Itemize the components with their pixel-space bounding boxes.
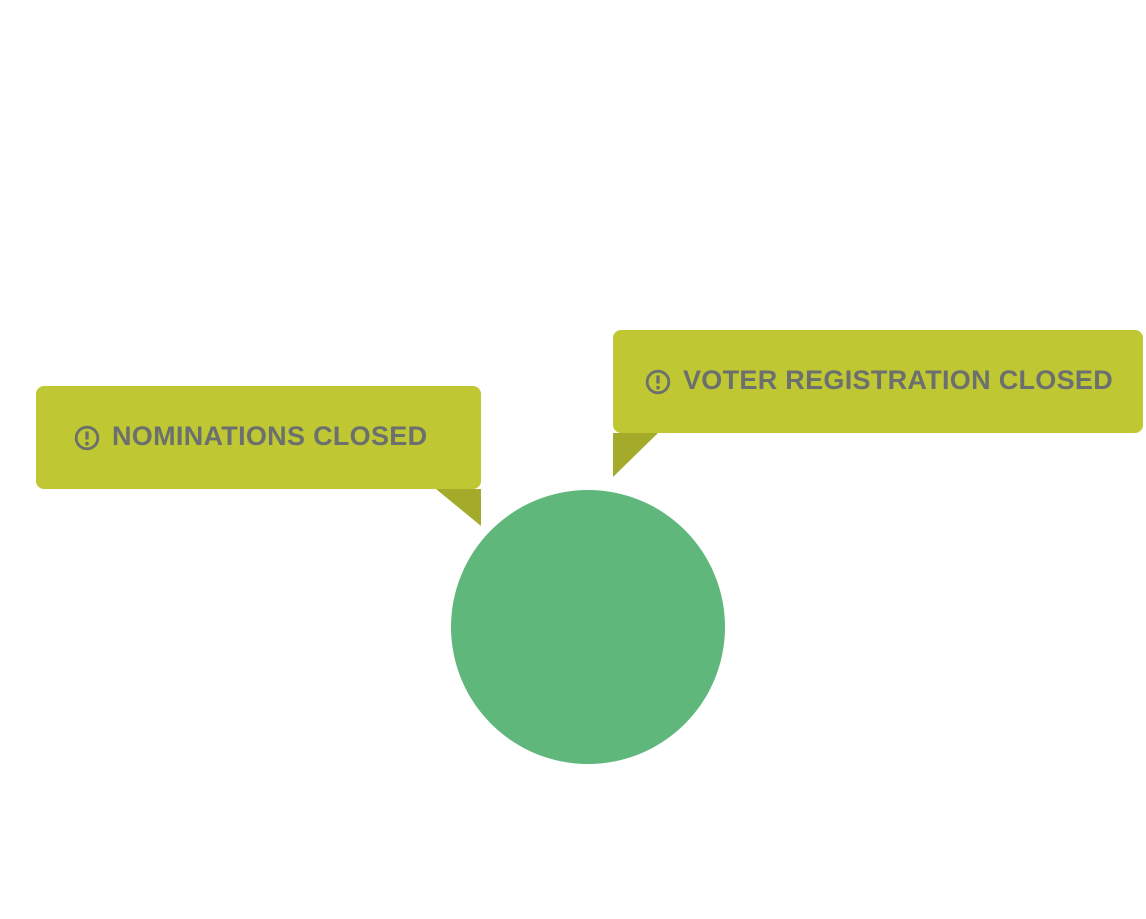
green-circle — [451, 490, 725, 764]
callout-nominations-tail — [436, 489, 481, 526]
callout-voter-registration-closed: VOTER REGISTRATION CLOSED — [613, 330, 1143, 433]
alert-circle-icon — [74, 425, 100, 451]
callout-nominations-closed: NOMINATIONS CLOSED — [36, 386, 481, 489]
alert-circle-icon — [645, 369, 671, 395]
callout-voter-registration-label: VOTER REGISTRATION CLOSED — [683, 365, 1114, 395]
callout-nominations-label: NOMINATIONS CLOSED — [112, 421, 428, 451]
callout-voter-registration-tail — [613, 433, 658, 477]
